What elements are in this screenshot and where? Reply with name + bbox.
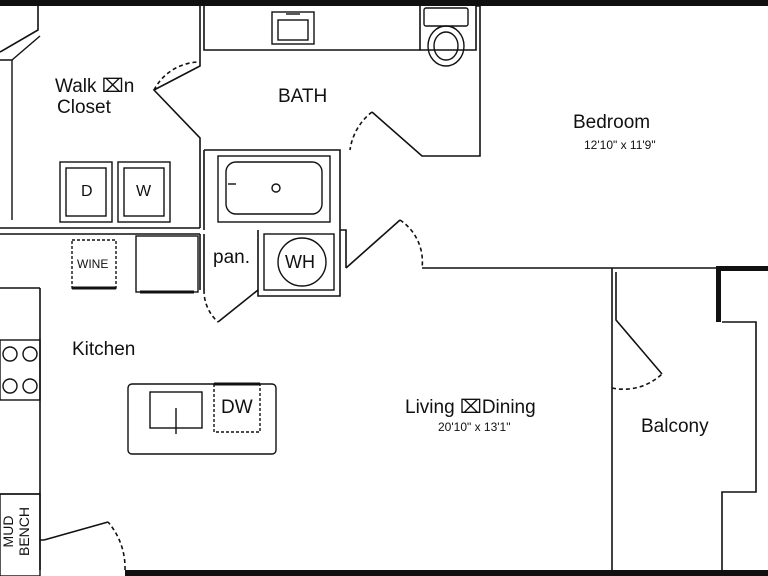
- living-dining-label: Living ⌧Dining: [405, 397, 536, 418]
- mud-bench-label-line2: BENCH: [16, 506, 32, 556]
- bath-vanity: [271, 11, 315, 45]
- mud-bench-label-line1: MUD: [0, 515, 16, 548]
- dryer-label: D: [81, 183, 93, 200]
- wine-label: WINE: [77, 257, 109, 271]
- dishwasher-label: DW: [221, 397, 253, 418]
- interior-walls: [0, 5, 757, 571]
- living-dining-dimensions: 20'10" x 13'1": [438, 420, 511, 434]
- water-heater-label: WH: [285, 252, 315, 272]
- walk-in-closet-label-line1: Walk ⌧n: [55, 76, 135, 97]
- washer-dryer: [59, 161, 171, 223]
- pantry-label: pan.: [213, 247, 250, 268]
- bathtub: [217, 155, 331, 223]
- kitchen-label: Kitchen: [72, 339, 136, 360]
- balcony-label: Balcony: [641, 416, 709, 437]
- mud-bench: [0, 493, 41, 576]
- mud-bench-label: MUD BENCH: [0, 507, 32, 556]
- bath-label: BATH: [278, 86, 328, 107]
- toilet: [423, 7, 469, 67]
- washer-label: W: [136, 183, 152, 200]
- kitchen-island: [127, 382, 277, 455]
- water-heater: [263, 233, 335, 291]
- bedroom-dimensions: 12'10" x 11'9": [584, 138, 656, 152]
- bedroom-label: Bedroom: [573, 112, 651, 133]
- walk-in-closet-label-line2: Closet: [57, 97, 111, 118]
- wine-cabinet: [71, 235, 199, 294]
- stove: [0, 339, 41, 401]
- closet-shelving: [0, 35, 41, 220]
